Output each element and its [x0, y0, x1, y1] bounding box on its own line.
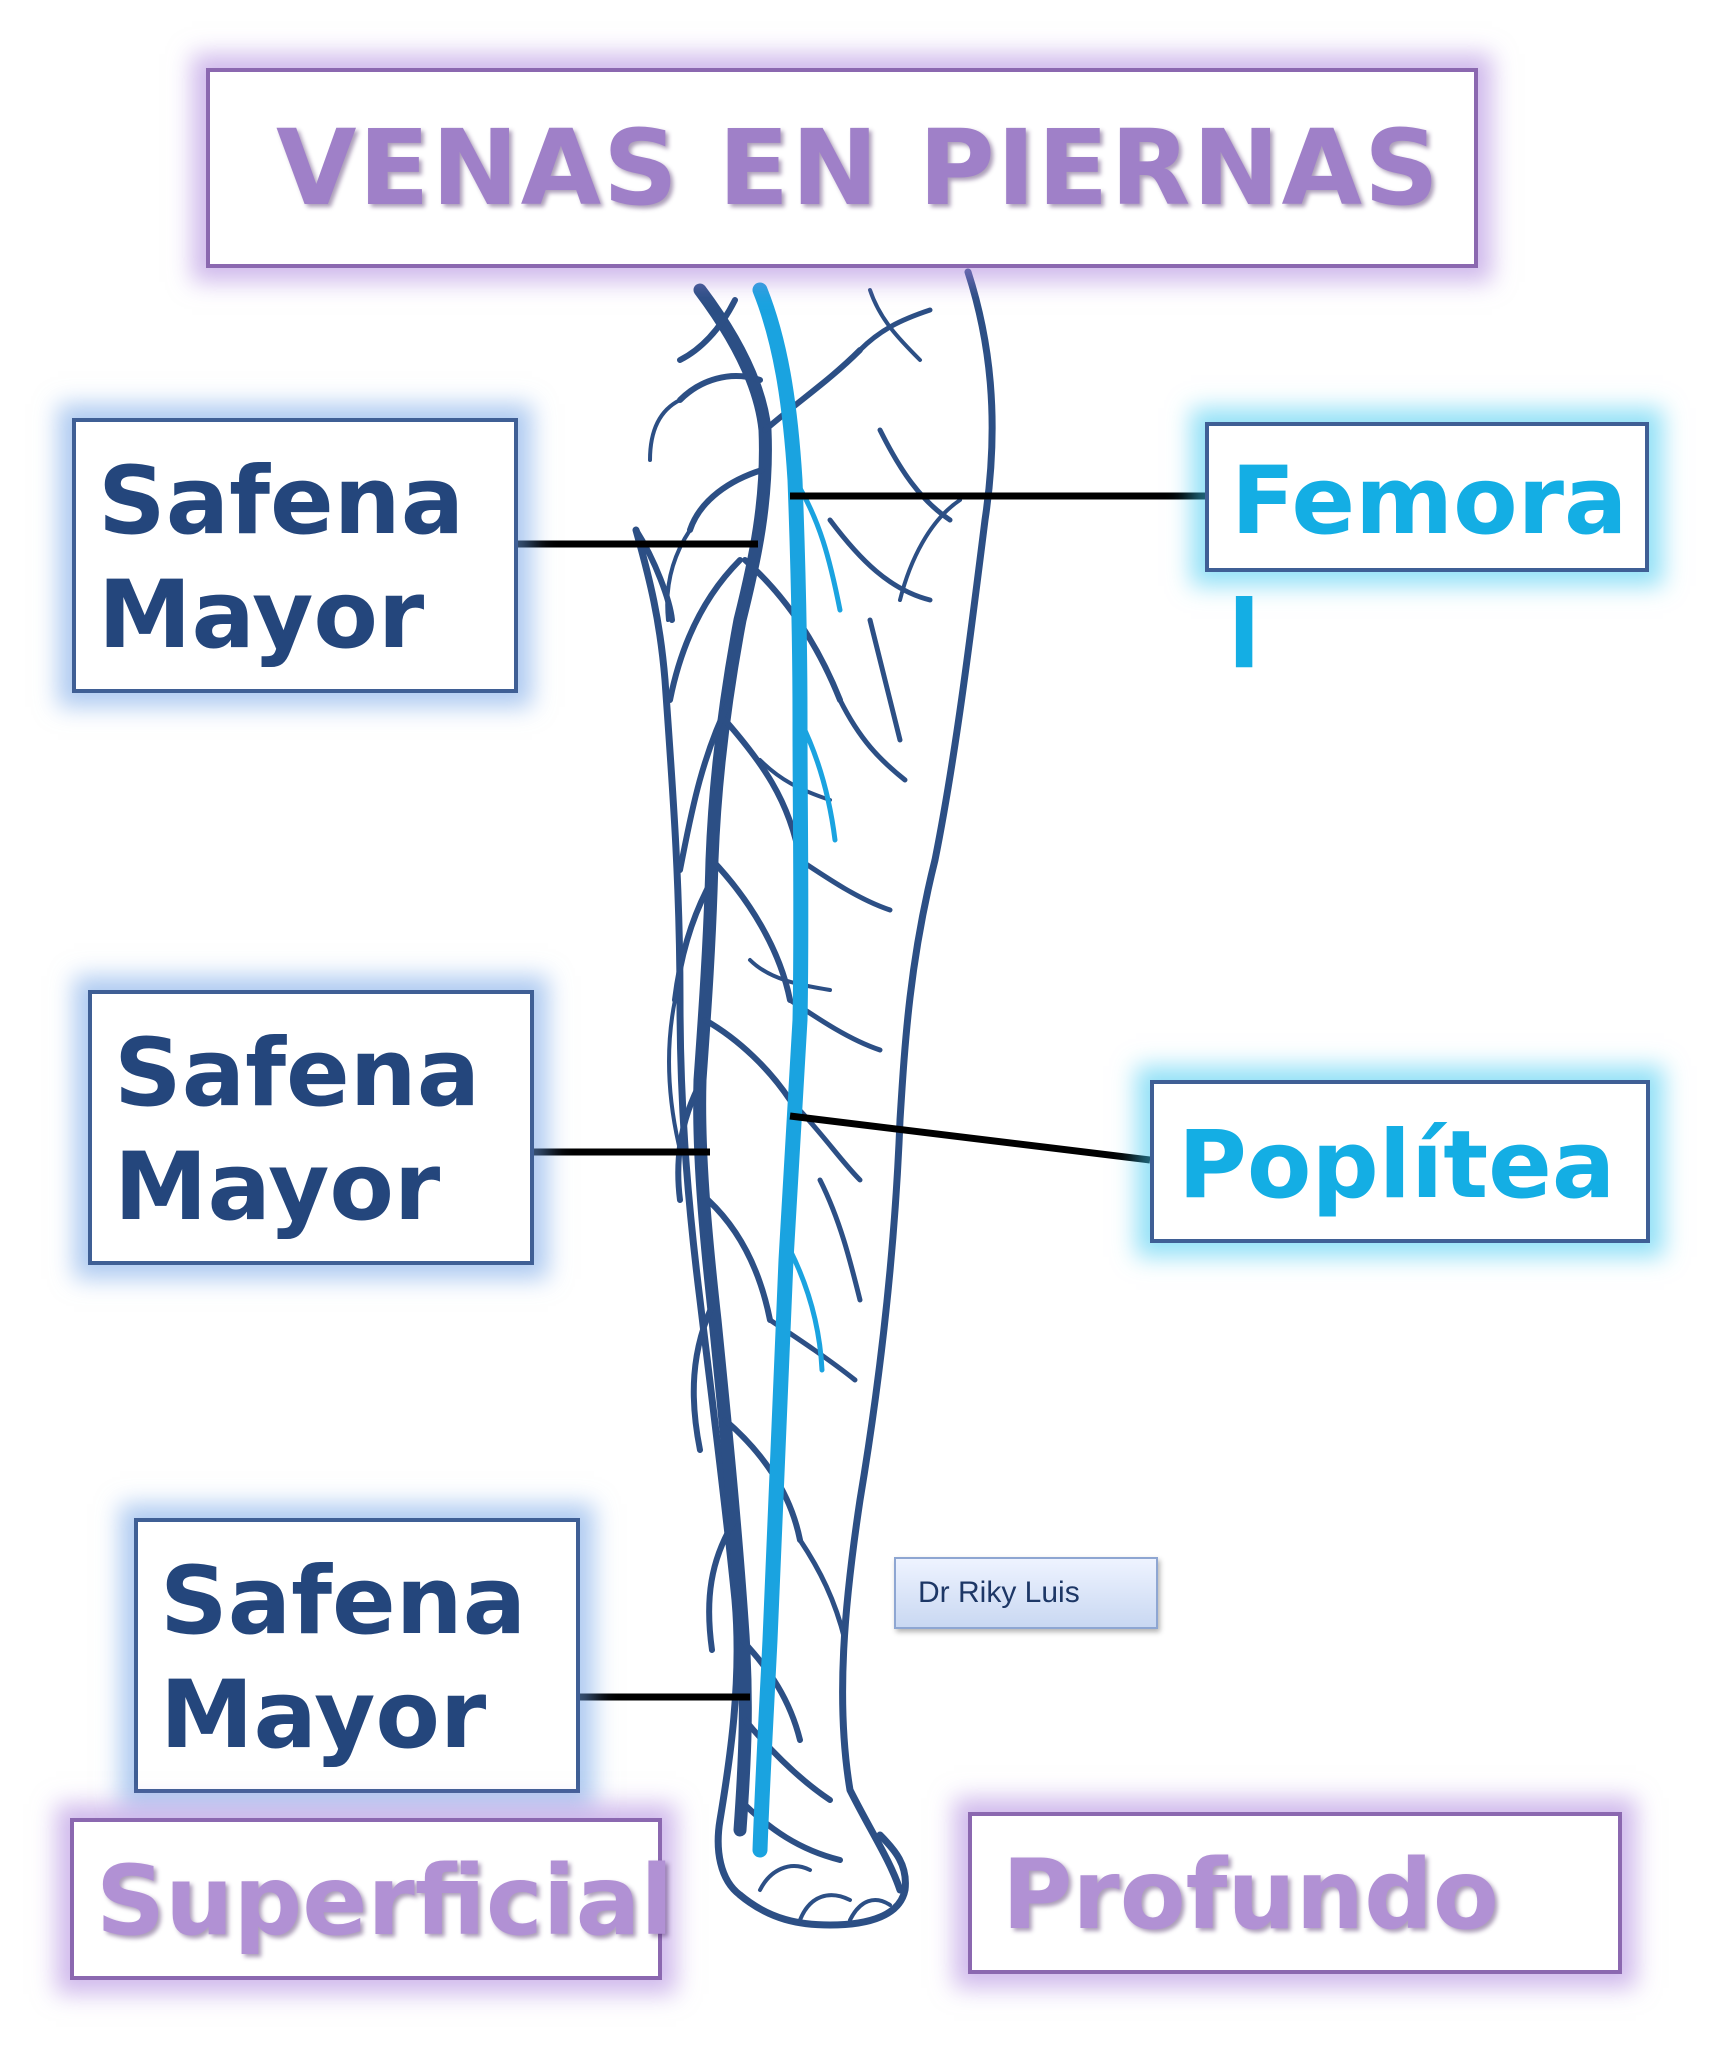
label-safena-middle-line2: Mayor	[114, 1133, 441, 1242]
label-box-safena-upper: Safena Mayor	[72, 418, 518, 693]
label-femoral-line2: l	[1228, 581, 1261, 690]
great-saphenous-vein	[693, 283, 772, 1837]
category-profundo: Profundo	[1002, 1839, 1499, 1951]
connector-poplitea	[789, 1112, 1151, 1164]
label-box-safena-lower: Safena Mayor	[134, 1518, 580, 1793]
title-box: VENAS EN PIERNAS	[206, 68, 1478, 268]
label-safena-middle-line1: Safena	[114, 1019, 481, 1128]
femoral-vein	[752, 282, 809, 1858]
label-safena-upper-line1: Safena	[98, 447, 465, 556]
label-safena-lower-line1: Safena	[160, 1547, 527, 1656]
category-box-superficial: Superficial	[70, 1818, 673, 1980]
label-box-safena-middle: Safena Mayor	[88, 990, 534, 1265]
label-poplitea: Poplítea	[1178, 1111, 1616, 1220]
category-box-profundo: Profundo	[968, 1812, 1622, 1974]
label-box-poplitea: Poplítea	[1150, 1080, 1650, 1243]
foot-outline	[736, 1831, 909, 1929]
category-superficial: Superficial	[96, 1845, 674, 1957]
label-safena-upper-line2: Mayor	[98, 561, 425, 670]
leg-outline-left	[632, 526, 744, 1899]
label-femoral-line1: Femora	[1231, 447, 1628, 556]
label-box-femoral: Femora	[1205, 422, 1649, 572]
page-title: VENAS EN PIERNAS	[276, 107, 1441, 229]
label-safena-lower-line2: Mayor	[160, 1661, 487, 1770]
author-signature: Dr Riky Luis	[894, 1557, 1158, 1629]
leg-outline-right	[839, 268, 996, 1894]
